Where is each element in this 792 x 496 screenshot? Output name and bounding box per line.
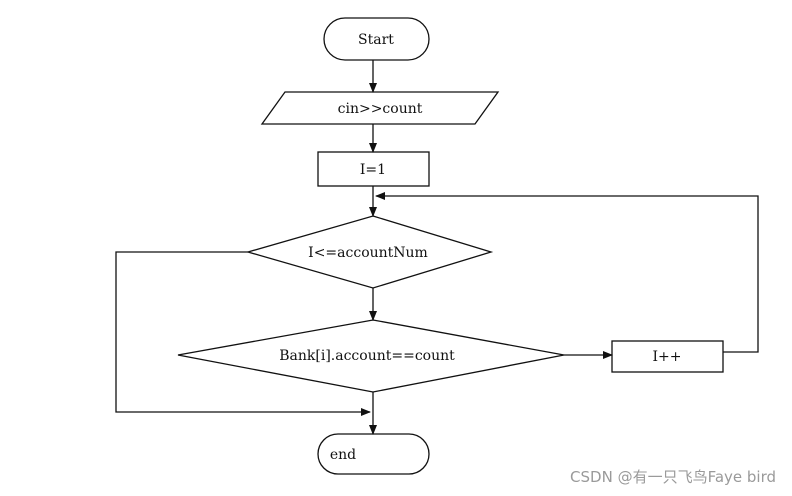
end-label: end [330, 447, 356, 463]
watermark: CSDN @有一只飞鸟Faye bird [570, 468, 776, 486]
input-node [260, 91, 500, 125]
edge-increment-loop-back [375, 192, 759, 353]
increment-label: I++ [653, 349, 682, 365]
init-label: I=1 [360, 162, 386, 178]
edge-loop-false-to-end [115, 251, 371, 416]
loop-condition-label: I<=accountNum [308, 245, 428, 261]
input-label: cin>>count [338, 101, 423, 117]
start-node [323, 17, 430, 61]
match-condition-label: Bank[i].account==count [279, 348, 455, 364]
start-label: Start [358, 32, 394, 48]
